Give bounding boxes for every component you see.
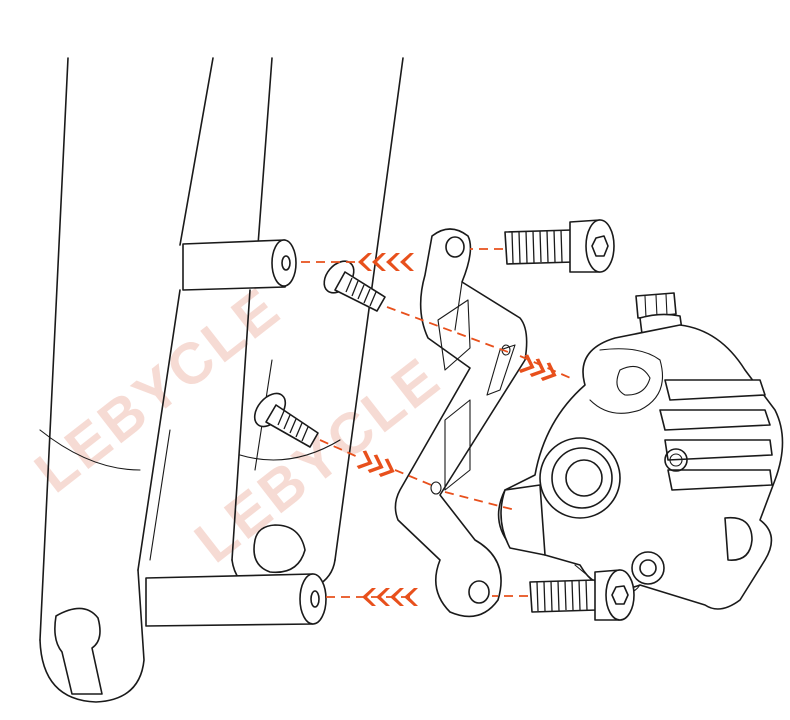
watermark: LEBYCLE LEBYCLE	[23, 274, 453, 575]
guide-line-lower-to-caliper	[444, 491, 516, 511]
arrow-left-lower	[362, 588, 418, 606]
fork	[39, 57, 404, 703]
guide-line-upper-screw	[386, 306, 509, 353]
arrow-left-upper	[358, 253, 414, 271]
caliper-fins	[659, 379, 773, 491]
countersunk-screw-upper	[323, 260, 386, 312]
socket-cap-bolt-upper	[504, 219, 615, 273]
assembly-guides	[296, 248, 576, 606]
socket-cap-bolt-lower	[529, 569, 635, 621]
caliper	[497, 292, 784, 610]
arrow-right-middle	[518, 354, 557, 382]
guide-line-upper-to-caliper	[519, 355, 576, 381]
countersunk-screw-lower	[253, 392, 319, 448]
arrow-right-lower	[356, 450, 395, 478]
guide-line-lower-screw	[319, 439, 361, 459]
adapter-bracket	[394, 228, 528, 618]
guide-line-lower-to-bracket	[394, 469, 437, 488]
